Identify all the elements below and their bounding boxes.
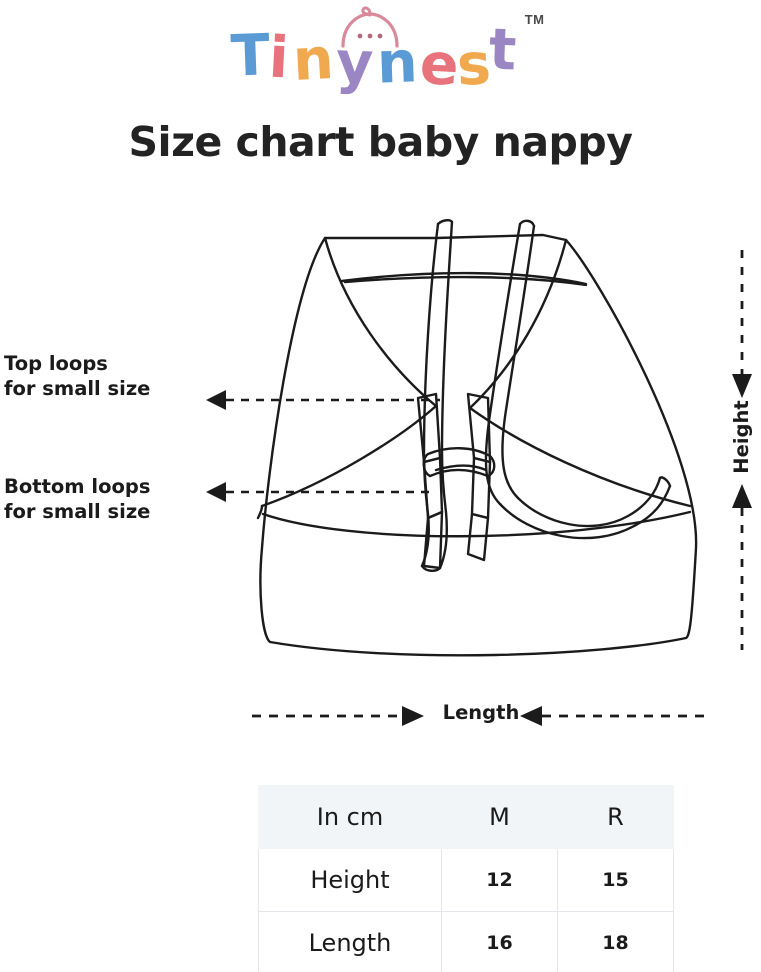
baby-nappy-diagram — [206, 219, 698, 657]
size-table: In cm M R Height 12 15 Length 16 18 — [258, 785, 674, 972]
logo-letter-s: s — [455, 31, 491, 99]
table-cell-length-m: 16 — [441, 911, 558, 972]
callout-arrow-bottom — [206, 482, 226, 502]
logo-wordmark: T i n y n e s t TM — [229, 6, 544, 99]
logo-letter-n1: n — [290, 26, 334, 94]
callout-arrow-top — [206, 390, 226, 410]
table-cell-row-label-height: Height — [258, 848, 442, 912]
callout-bottom-loops: Bottom loops for small size — [4, 475, 151, 523]
logo-letter-i: i — [266, 24, 289, 92]
length-measure: Length — [250, 700, 712, 736]
height-arrow-top — [732, 374, 752, 398]
length-arrow-left — [402, 706, 424, 726]
brand-logo: T i n y n e s t TM — [0, 0, 761, 104]
table-header-size-m: M — [441, 785, 558, 849]
baby-face-icon — [340, 6, 399, 48]
trademark-symbol: TM — [524, 12, 545, 27]
table-header-size-r: R — [557, 785, 674, 849]
logo-letter-t1: T — [229, 22, 270, 90]
logo-letter-e: e — [417, 31, 459, 99]
page-title: Size chart baby nappy — [128, 118, 633, 166]
table-cell-height-m: 12 — [441, 848, 558, 912]
height-label: Height — [730, 400, 753, 474]
table-row: Length 16 18 — [258, 911, 674, 972]
table-cell-length-r: 18 — [557, 911, 674, 972]
callout-top-loops: Top loops for small size — [4, 352, 151, 400]
table-header-row: In cm M R — [258, 785, 674, 849]
table-cell-height-r: 15 — [557, 848, 674, 912]
length-arrow-right — [520, 706, 542, 726]
table-row: Height 12 15 — [258, 848, 674, 912]
height-measure: Height — [722, 248, 761, 652]
length-label: Length — [442, 701, 520, 724]
height-arrow-bottom — [732, 484, 752, 508]
table-cell-row-label-length: Length — [258, 911, 442, 972]
logo-letter-t2: t — [487, 16, 516, 84]
table-header-unit: In cm — [258, 785, 442, 849]
